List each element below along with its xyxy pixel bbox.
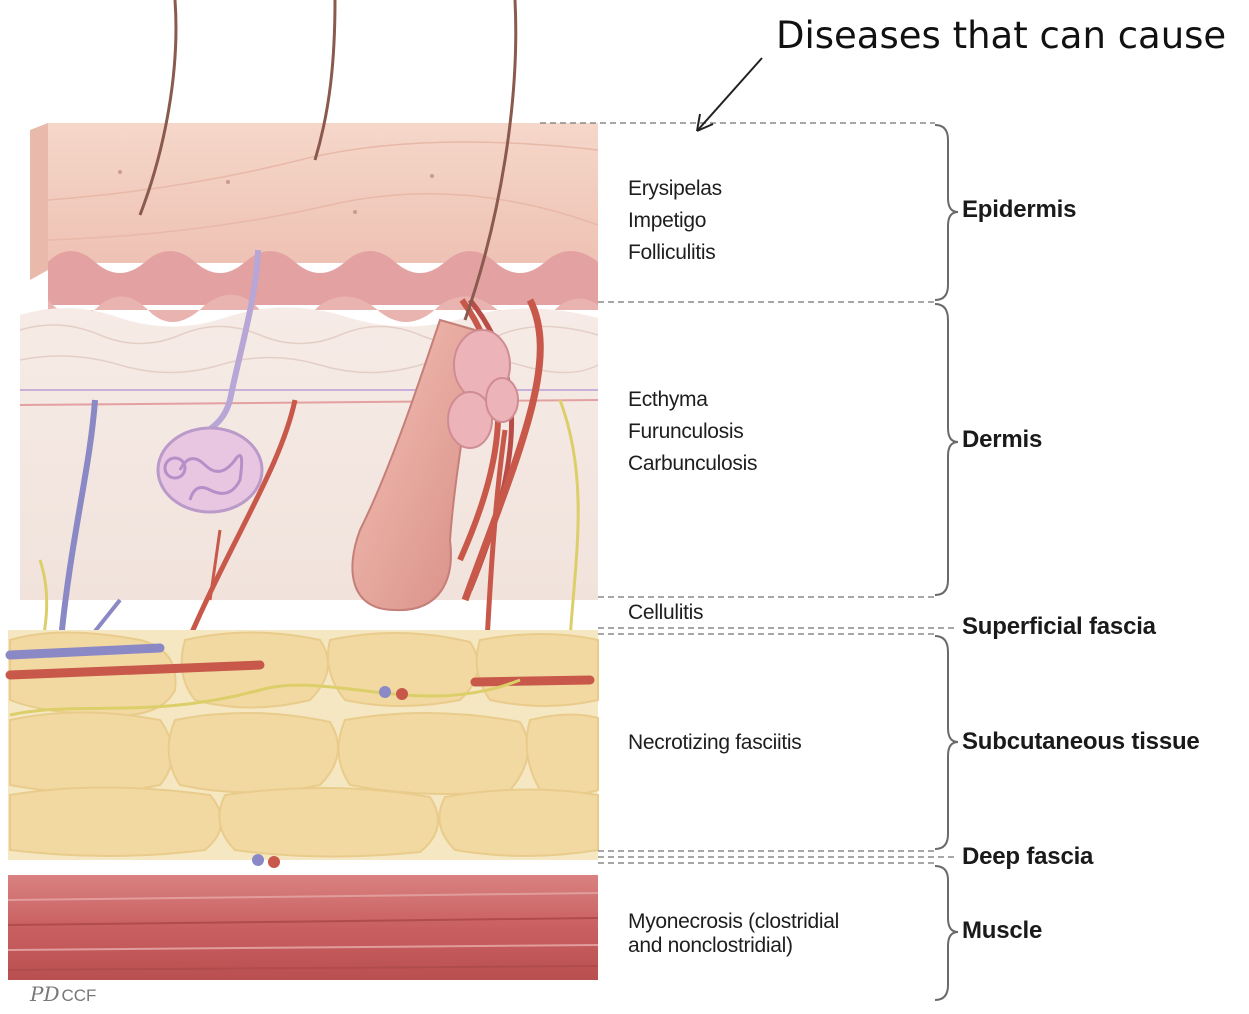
layer-label-dermis: Dermis bbox=[962, 426, 1042, 454]
header-arrow bbox=[697, 58, 762, 131]
layer-label-muscle: Muscle bbox=[962, 917, 1042, 945]
disease-cellulitis: Cellulitis bbox=[628, 597, 703, 629]
disease-erysipelas: Erysipelas bbox=[628, 173, 722, 205]
subcutaneous-layer bbox=[8, 630, 598, 868]
muscle-layer bbox=[8, 875, 598, 980]
layer-label-deep-fascia: Deep fascia bbox=[962, 843, 1093, 871]
disease-myonecrosis-line1: Myonecrosis (clostridial bbox=[628, 910, 839, 934]
disease-carbunculosis: Carbunculosis bbox=[628, 448, 757, 480]
artist-org: CCF bbox=[62, 986, 97, 1005]
epidermis-layer bbox=[30, 123, 598, 322]
layer-braces bbox=[935, 125, 958, 1000]
artist-initials: PD bbox=[30, 982, 60, 1006]
layer-label-epidermis: Epidermis bbox=[962, 196, 1076, 224]
disease-ecthyma: Ecthyma bbox=[628, 384, 708, 416]
disease-myonecrosis: Myonecrosis (clostridial and nonclostrid… bbox=[628, 910, 839, 958]
disease-folliculitis: Folliculitis bbox=[628, 237, 715, 269]
disease-furunculosis: Furunculosis bbox=[628, 416, 743, 448]
header-title: Diseases that can cause bbox=[776, 14, 1226, 57]
disease-necrotizing-fasciitis: Necrotizing fasciitis bbox=[628, 727, 801, 759]
disease-impetigo: Impetigo bbox=[628, 205, 706, 237]
layer-label-superficial-fascia: Superficial fascia bbox=[962, 613, 1156, 641]
layer-label-subcutaneous-tissue: Subcutaneous tissue bbox=[962, 728, 1200, 756]
disease-myonecrosis-line2: and nonclostridial) bbox=[628, 934, 839, 958]
